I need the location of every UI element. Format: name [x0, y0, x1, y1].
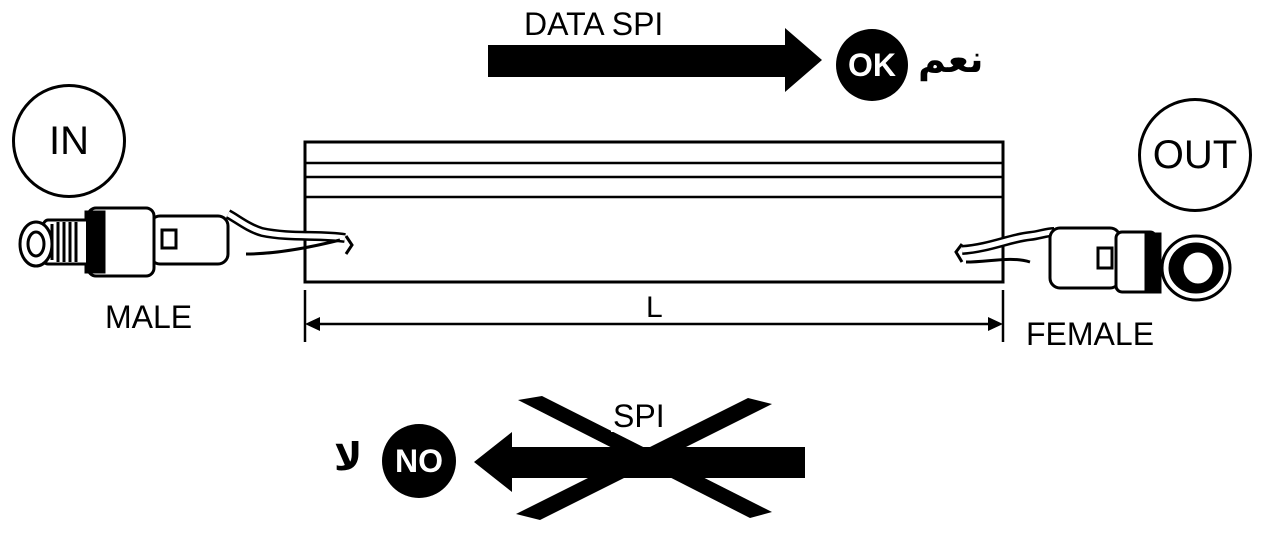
length-label: L [646, 291, 663, 324]
male-label: MALE [105, 299, 193, 335]
male-connector [18, 206, 354, 278]
ok-badge-text: OK [848, 47, 896, 83]
length-dimension [303, 290, 1005, 342]
in-port-label: IN [49, 119, 89, 163]
female-connector [954, 226, 1232, 302]
spi-label: SPI [611, 398, 667, 434]
no-badge-text: NO [395, 443, 443, 479]
led-strip [303, 140, 1005, 284]
ok-arabic-label: نعم [918, 37, 984, 81]
cross-out-x [516, 396, 772, 520]
ok-badge: OK [836, 29, 908, 101]
no-arabic-label: لا [334, 435, 363, 479]
female-label: FEMALE [1026, 316, 1155, 352]
in-port-circle: IN [12, 84, 126, 198]
data-direction-arrow [488, 28, 822, 92]
out-port-circle: OUT [1138, 98, 1252, 212]
data-spi-label: DATA SPI [524, 6, 664, 42]
no-badge: NO [382, 424, 456, 498]
out-port-label: OUT [1152, 133, 1238, 177]
